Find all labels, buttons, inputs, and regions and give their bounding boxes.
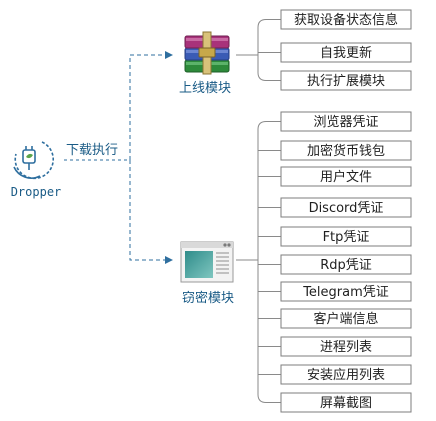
branch-bracket — [257, 121, 267, 403]
leaf-box-frame — [280, 111, 412, 132]
leaf-box: 屏幕截图 — [280, 392, 412, 413]
online-module-label: 上线模块 — [179, 81, 231, 96]
leaf-box: 浏览器凭证 — [280, 111, 412, 132]
steal-module-label: 窃密模块 — [182, 290, 234, 306]
leaf-box: 客户端信息 — [280, 308, 412, 329]
leaf-label: 进程列表 — [320, 340, 372, 355]
leaf-label: 客户端信息 — [313, 311, 378, 327]
leaf-box: 执行扩展模块 — [280, 70, 412, 91]
branch-connectors — [236, 19, 281, 403]
leaf-box-frame — [280, 392, 412, 413]
leaf-box-frame — [280, 166, 412, 187]
leaf-label: 浏览器凭证 — [313, 114, 378, 130]
leaf-box: 用户文件 — [280, 166, 412, 187]
leaf-box-frame — [280, 336, 412, 357]
leaf-box-frame — [280, 226, 412, 247]
leaf-label: Ftp凭证 — [323, 230, 370, 245]
leaf-label: 执行扩展模块 — [307, 74, 385, 89]
leaf-box: Ftp凭证 — [280, 226, 412, 247]
leaf-box: 加密货币钱包 — [280, 140, 412, 161]
dashed-arrow-to-steal-module — [129, 160, 173, 264]
edge-label-download-execute: 下载执行 — [66, 143, 118, 158]
leaf-label: 自我更新 — [320, 45, 372, 61]
leaf-box: Discord凭证 — [280, 197, 412, 218]
leaf-label: Discord凭证 — [309, 201, 384, 216]
leaf-box: 进程列表 — [280, 336, 412, 357]
plug-icon — [13, 141, 55, 180]
winrar-books-icon — [184, 31, 230, 75]
steal-module-node: 窃密模块 — [180, 241, 234, 306]
leaf-box-frame — [280, 42, 412, 63]
leaf-box: 自我更新 — [280, 42, 412, 63]
leaf-label: 安装应用列表 — [307, 367, 385, 383]
leaf-box-frame — [280, 281, 412, 302]
dropper-node: Dropper — [11, 141, 62, 199]
leaf-label: Telegram凭证 — [302, 285, 389, 300]
leaf-box: 安装应用列表 — [280, 364, 412, 385]
leaf-box-frame — [280, 308, 412, 329]
leaf-label: Rdp凭证 — [320, 258, 372, 273]
dropper-label: Dropper — [11, 185, 62, 199]
leaf-label: 用户文件 — [320, 169, 372, 185]
leaf-box-frame — [280, 364, 412, 385]
dashed-arrow-to-online-module — [129, 51, 173, 160]
branch-bracket — [257, 19, 267, 81]
leaf-box: Telegram凭证 — [280, 281, 412, 302]
leaf-label: 获取设备状态信息 — [294, 12, 398, 28]
leaf-box: Rdp凭证 — [280, 254, 412, 275]
leaf-box-frame — [280, 140, 412, 161]
online-module-node: 上线模块 — [179, 31, 231, 96]
leaf-box-frame — [280, 9, 412, 30]
leaf-box-frame — [280, 254, 412, 275]
leaf-box: 获取设备状态信息 — [280, 9, 412, 30]
leaf-box-frame — [280, 197, 412, 218]
window-app-icon — [180, 241, 234, 283]
leaf-label: 加密货币钱包 — [307, 143, 385, 159]
leaf-box-frame — [280, 70, 412, 91]
leaf-label: 屏幕截图 — [320, 396, 372, 411]
